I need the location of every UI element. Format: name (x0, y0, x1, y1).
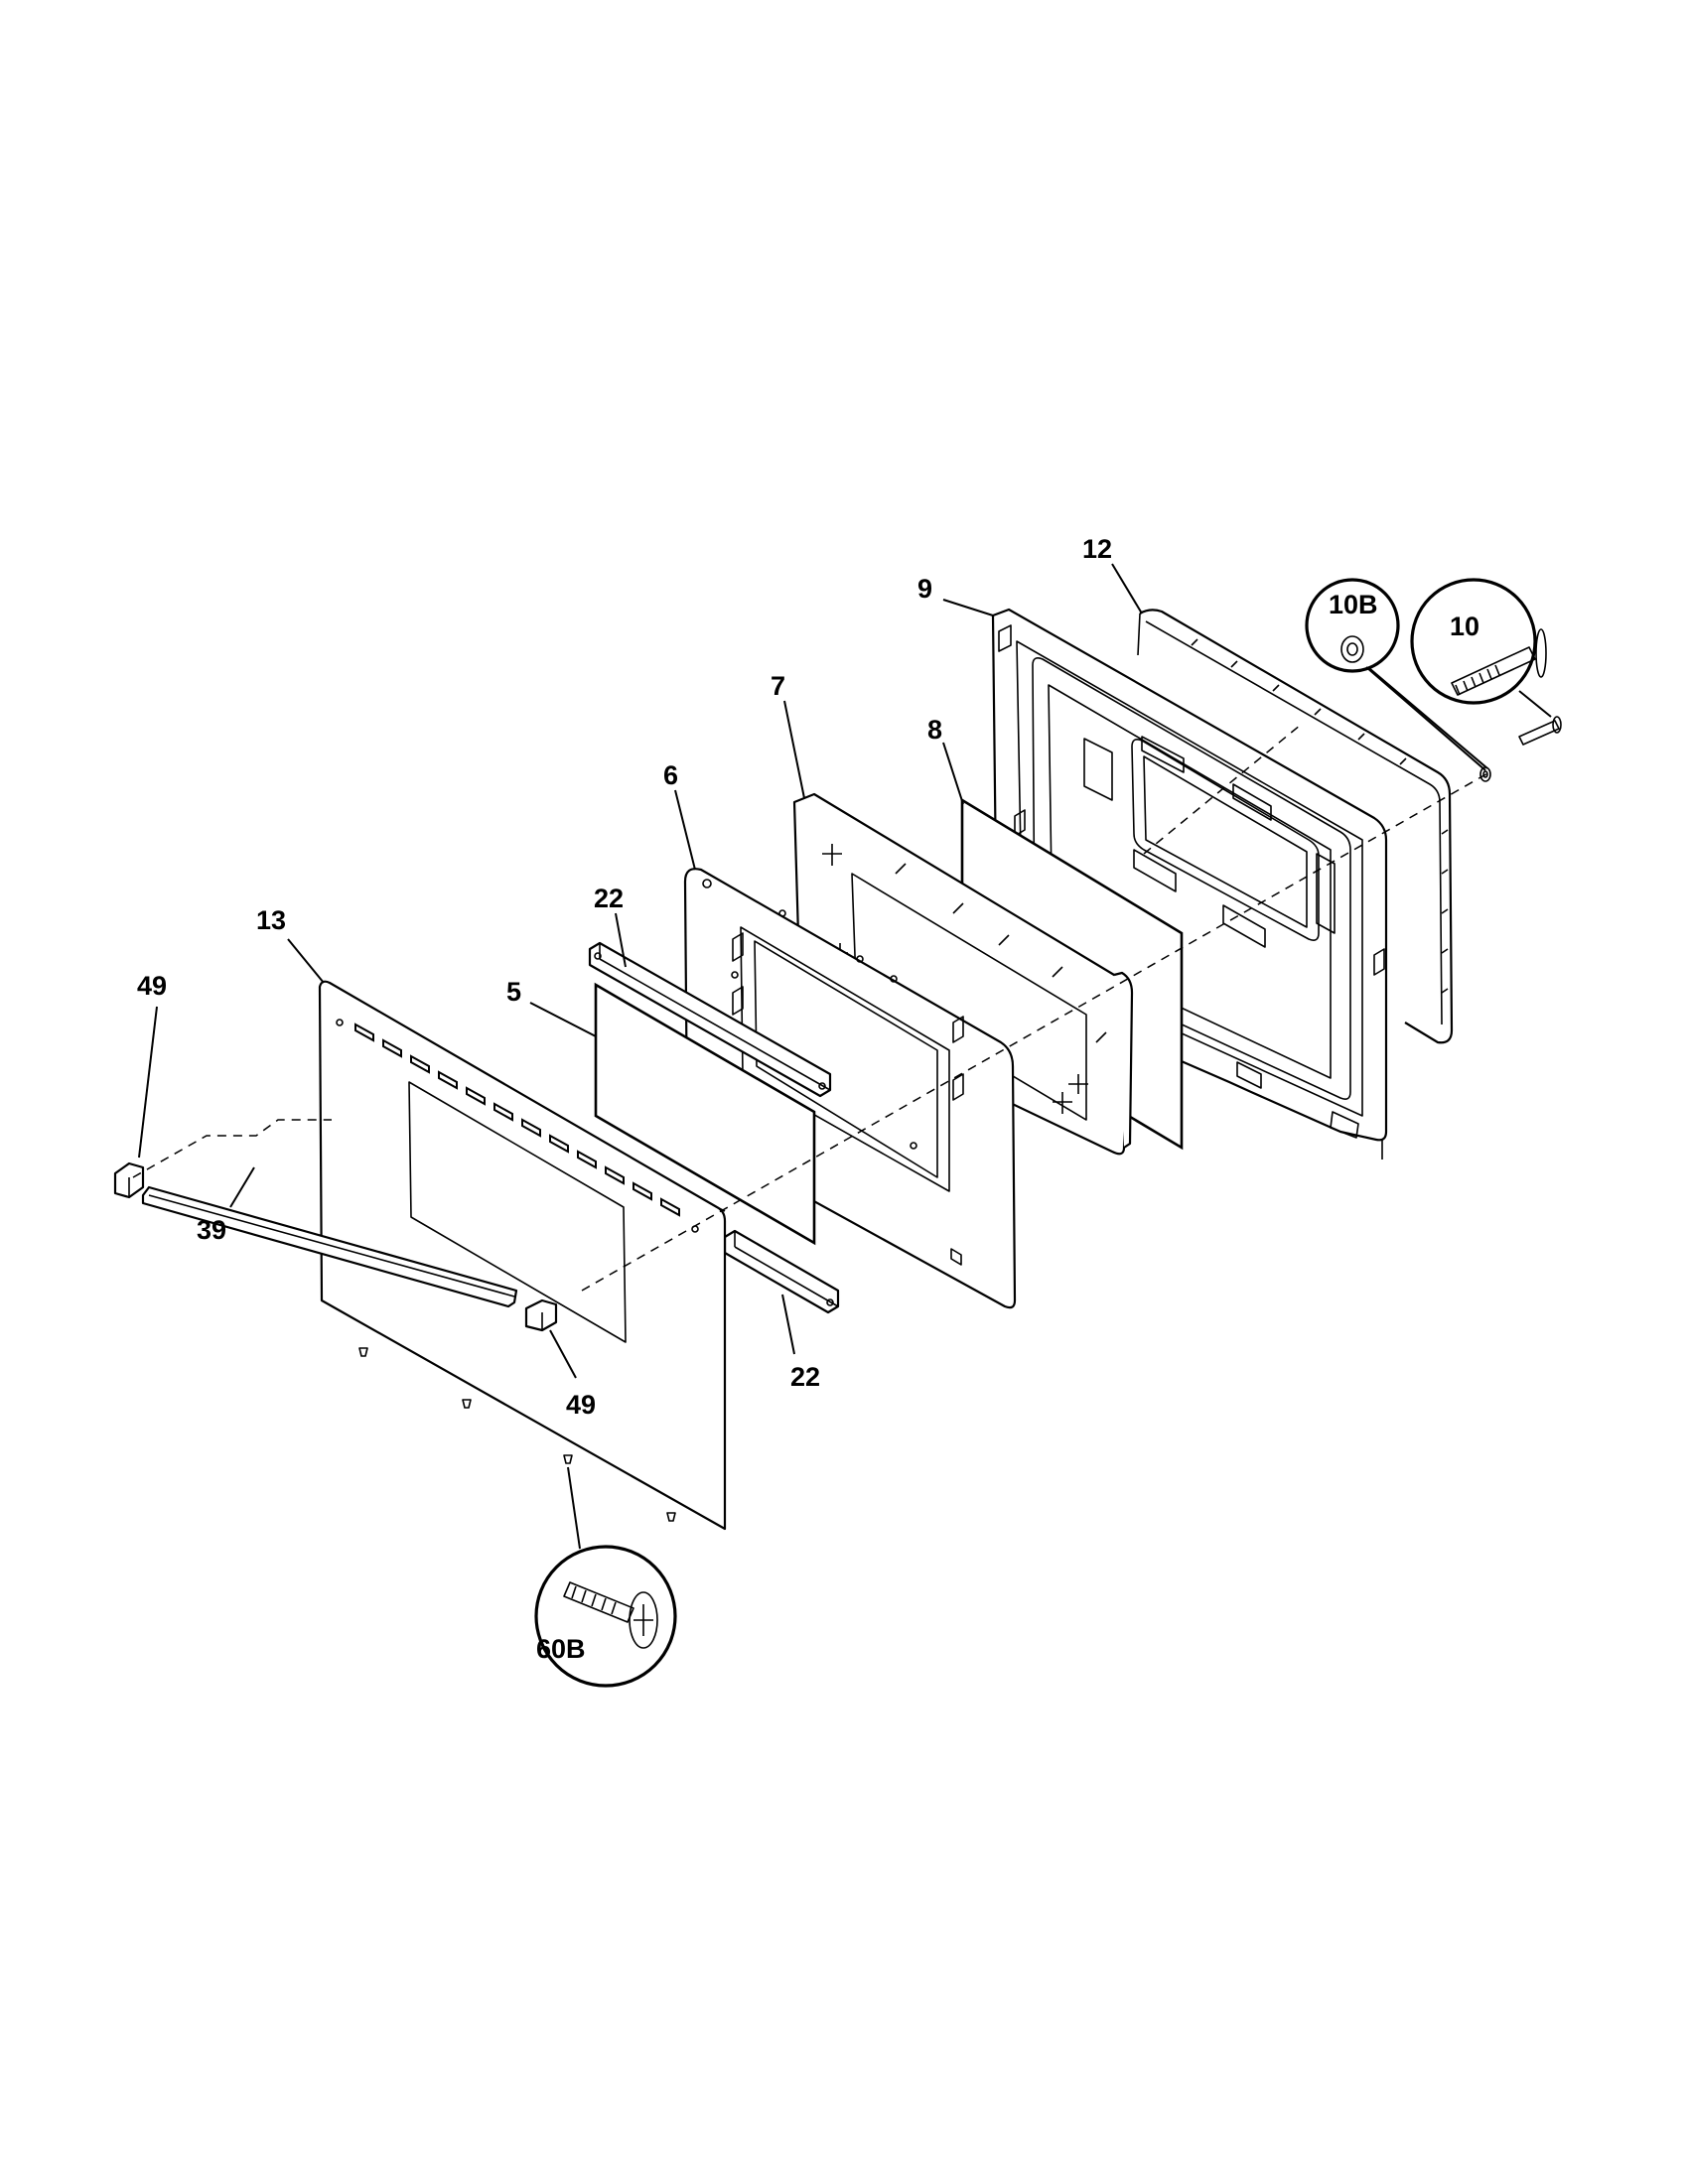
part-49-handle-endcap-right (524, 1298, 558, 1332)
callout-39: 39 (197, 1215, 226, 1245)
part-22-bottom-channel (723, 1229, 840, 1314)
callout-labels: 12 9 10B 10 7 8 6 22 13 5 49 39 49 22 60… (137, 534, 1479, 1664)
part-13-outer-door-panel (318, 980, 727, 1531)
assembly-centerlines (132, 724, 1490, 1292)
part-12-door-gasket (1137, 609, 1454, 1044)
part-5-outer-glass (594, 982, 816, 1246)
callout-22-bottom: 22 (790, 1362, 820, 1392)
callout-10: 10 (1450, 612, 1479, 641)
callout-12: 12 (1082, 534, 1112, 564)
callout-8: 8 (927, 715, 942, 745)
leader-lines (138, 563, 1143, 1379)
callout-7: 7 (771, 671, 785, 701)
callout-10b: 10B (1329, 590, 1378, 619)
callout-22-top: 22 (594, 884, 624, 913)
bubble-60b-screw-detail (534, 1466, 677, 1688)
callout-5: 5 (506, 977, 521, 1007)
bubble-10-bolt-detail (1410, 578, 1552, 718)
callout-9: 9 (917, 574, 932, 604)
part-7-insulation (792, 792, 1134, 1156)
callout-49-bottom: 49 (566, 1390, 596, 1420)
bubble-10b-washer-detail (1305, 578, 1488, 771)
callout-13: 13 (256, 905, 286, 935)
callout-49-left: 49 (137, 971, 167, 1001)
part-22-top-channel (588, 941, 832, 1098)
callout-6: 6 (663, 760, 678, 790)
part-49-handle-endcap-left (113, 1161, 145, 1199)
part-39-door-handle (141, 1185, 518, 1308)
callout-60b: 60B (536, 1634, 586, 1664)
part-10-bolt-installed (1518, 716, 1562, 746)
